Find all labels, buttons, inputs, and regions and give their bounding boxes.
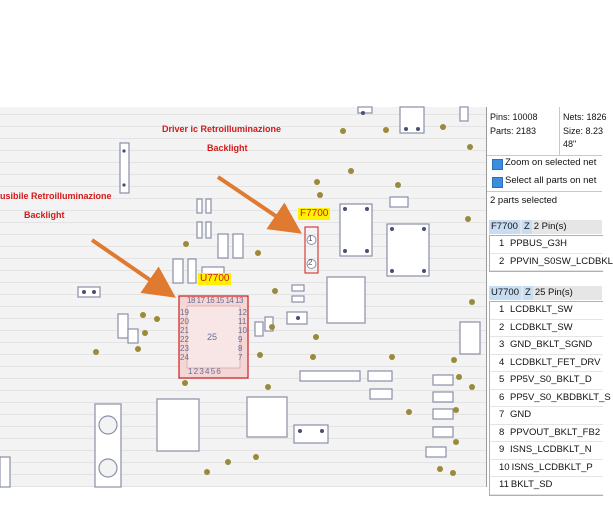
pin-count: 25 Pin(s) (534, 287, 573, 298)
ic-bottom-pin-numbers: 1 2 3 4 5 6 (188, 367, 221, 376)
part-refdes[interactable]: F7700 (489, 220, 520, 234)
stats-divider (559, 107, 560, 155)
stats-bottom-divider (487, 155, 602, 156)
pcb-drawing (0, 106, 481, 488)
zoom-on-net-checkbox[interactable] (492, 159, 503, 170)
options-divider (487, 191, 602, 192)
info-panel: Pins: 10008 Parts: 2183 Nets: 1826 Size:… (486, 107, 613, 496)
select-all-parts-checkbox[interactable] (492, 177, 503, 188)
board-size-continued: 48" (563, 139, 577, 149)
fuse-pin1-label: 1 (308, 234, 313, 243)
fuse-annotation-line1: usibile Retroilluminazione (0, 191, 112, 201)
fuse-annotation-line2: Backlight (24, 210, 65, 220)
fuse-pin2-label: 2 (308, 258, 313, 267)
select-all-parts-label[interactable]: Select all parts on net (505, 175, 597, 186)
fuse-refdes-label[interactable]: F7700 (298, 208, 331, 220)
zoom-on-net-label[interactable]: Zoom on selected net (505, 157, 597, 168)
ic-top-pin-numbers: 18 17 16 15 14 13 (187, 296, 244, 305)
selected-count: 2 parts selected (490, 195, 558, 206)
board-size: Size: 8.23 (563, 126, 604, 136)
driver-annotation-line1: Driver ic Retroilluminazione (162, 124, 282, 134)
ic-refdes-label[interactable]: U7700 (198, 273, 232, 285)
zoom-z-button[interactable]: Z (521, 220, 532, 234)
pin-count: 2 Pin(s) (533, 221, 567, 232)
part-refdes[interactable]: U7700 (489, 286, 521, 300)
driver-annotation-line2: Backlight (207, 143, 248, 153)
zoom-z-button[interactable]: Z (523, 286, 533, 300)
ic-center-pin-number: 25 (207, 332, 218, 342)
parts-count: Parts: 2183 (490, 126, 537, 136)
pins-count: Pins: 10008 (490, 112, 538, 122)
nets-count: Nets: 1826 (563, 112, 607, 122)
boardview-canvas[interactable]: Driver ic Retroilluminazione Backlight u… (0, 106, 486, 488)
